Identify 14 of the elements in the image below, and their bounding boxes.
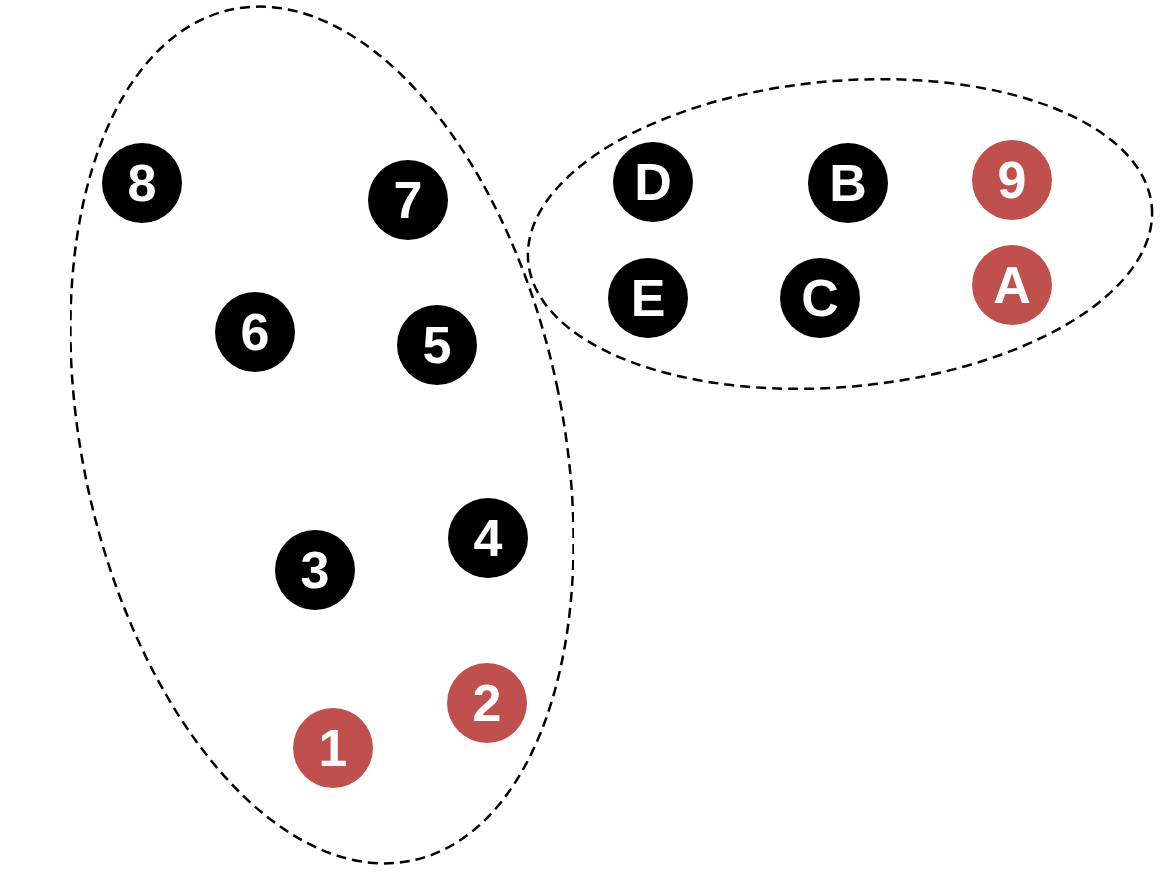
numbered-circle: 8 [102,143,182,223]
numbered-circle: 3 [275,530,355,610]
numbered-circle: D [613,142,693,222]
numbered-circle: E [608,258,688,338]
numbered-circle: 6 [215,292,295,372]
numbered-circle: 1 [293,708,373,788]
numbered-circle: 5 [397,305,477,385]
numbered-circle: 7 [368,160,448,240]
numbered-circle: C [780,258,860,338]
numbered-circle: 9 [972,140,1052,220]
numbered-circle: 2 [447,663,527,743]
numbered-circle: 4 [448,498,528,578]
numbered-circle: A [972,245,1052,325]
numbered-circle: B [808,143,888,223]
